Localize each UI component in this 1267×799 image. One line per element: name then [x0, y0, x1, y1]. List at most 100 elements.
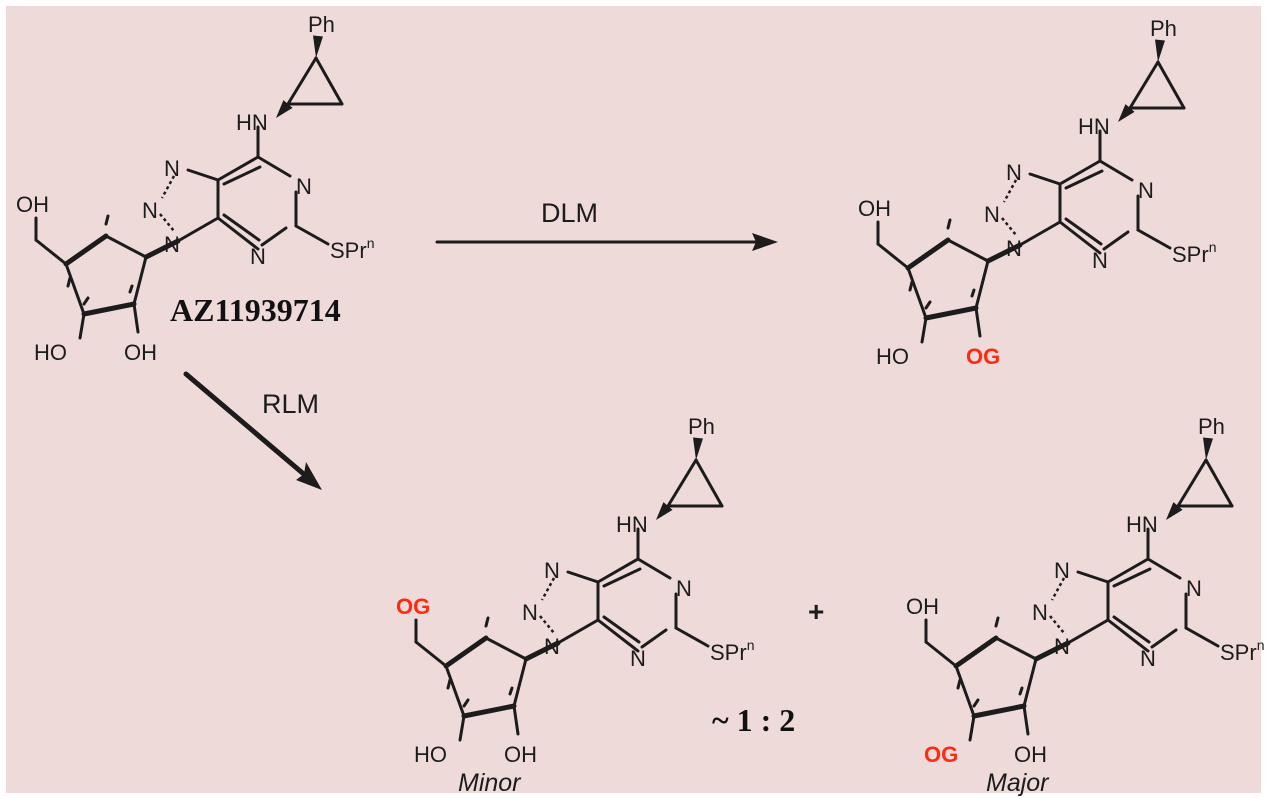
triazole-dash-bond	[1050, 577, 1066, 601]
cyclopentane-bond	[953, 635, 999, 669]
hydroxyl-bond	[512, 704, 520, 736]
stereo-tick	[104, 214, 110, 226]
stereo-tick	[82, 296, 90, 306]
hydroxyl-2-label: OH	[124, 340, 157, 365]
cyclopropyl-bond	[694, 458, 724, 508]
triazole-dash-bond	[539, 615, 555, 634]
stereo-tick	[462, 698, 470, 708]
n8-label: N	[142, 198, 158, 223]
dlm-arrowhead	[752, 233, 778, 251]
ratio-label: ~ 1 : 2	[712, 702, 795, 738]
ring-bond	[1064, 169, 1104, 190]
ring-bond	[1112, 567, 1152, 588]
ring-bond	[596, 618, 640, 653]
triazole-dash-bond	[1049, 615, 1065, 634]
ring-bond	[1064, 217, 1103, 246]
ring-bond	[1112, 615, 1151, 644]
cyclopentane-bond	[512, 657, 528, 708]
n1-label: N	[296, 174, 312, 199]
cyclopentane-bond	[905, 237, 951, 271]
ring-bond	[222, 213, 261, 242]
cyclopentane-bond	[1022, 657, 1038, 708]
triazole-bond	[176, 216, 220, 243]
cyclopropyl-bond	[1156, 60, 1186, 110]
cyclopentane-bond	[484, 636, 528, 661]
n9-label: N	[544, 634, 560, 659]
n8-label: N	[522, 600, 538, 625]
ring-bond	[602, 615, 641, 644]
n9-label: N	[1006, 236, 1022, 261]
triazole-dash-bond	[1001, 217, 1017, 236]
triazole-bond	[1018, 220, 1062, 247]
phenyl-wedge	[1155, 39, 1165, 62]
compound-name: AZ11939714	[170, 292, 341, 328]
n1-label: N	[1186, 576, 1202, 601]
n8-label: N	[1032, 600, 1048, 625]
n9-label: N	[164, 232, 180, 257]
thioether-bond	[1184, 626, 1220, 648]
stereo-tick	[1018, 686, 1024, 696]
hydroxyl-bond	[1022, 704, 1030, 736]
n-c-bond	[523, 640, 561, 662]
hydroxyl-bond	[968, 714, 976, 742]
n3-label: N	[1092, 248, 1108, 273]
spr-superscript: n	[367, 235, 375, 251]
cyclopentane-bond	[974, 259, 990, 310]
n3-label: N	[1140, 646, 1156, 671]
cyclopentane-bond	[81, 301, 137, 317]
ring-bond	[1150, 628, 1178, 649]
hydroxymethyl-bond	[924, 640, 958, 668]
triazole-bond	[186, 168, 220, 182]
n7-label: N	[544, 558, 560, 583]
minor-label: Minor	[458, 769, 522, 797]
cyclopentane-bond	[946, 238, 990, 263]
stereo-tick	[956, 678, 962, 690]
n1-label: N	[676, 576, 692, 601]
cyclopentane-bond	[461, 703, 517, 719]
hydroxymethyl-label: OH	[16, 192, 49, 217]
n-c-bond	[1033, 640, 1071, 662]
cyclopentane-bond	[971, 703, 1027, 719]
amine-label: HN	[1078, 114, 1110, 139]
triazole-dash-bond	[159, 213, 175, 232]
hydroxymethyl-label: OH	[906, 594, 939, 619]
ring-bond	[1058, 159, 1102, 186]
cyclopentane-bond	[64, 262, 86, 316]
thioether-bond	[294, 224, 330, 246]
triazole-bond	[1076, 570, 1110, 584]
triazole-bond	[1028, 172, 1062, 186]
triazole-dash-bond	[1002, 179, 1018, 203]
n3-label: N	[630, 646, 646, 671]
hydroxymethyl-label: OG	[396, 594, 430, 619]
spr-superscript: n	[1209, 239, 1217, 255]
n-c-bond	[143, 238, 181, 260]
n7-label: N	[1006, 160, 1022, 185]
ring-bond	[216, 155, 260, 182]
hydroxymethyl-bond	[414, 640, 448, 668]
n8-label: N	[984, 202, 1000, 227]
stereo-tick	[484, 616, 490, 628]
triazole-dash-bond	[540, 577, 556, 601]
hydroxymethyl-bond	[34, 238, 68, 266]
ring-bond	[640, 628, 668, 649]
plus-sign: +	[808, 596, 824, 627]
triazole-bond	[566, 570, 600, 584]
amine-label: HN	[1126, 512, 1158, 537]
cyclopropyl-bond	[314, 56, 344, 106]
n-c-bond	[985, 242, 1023, 264]
stereo-tick	[924, 300, 932, 310]
cyclopropyl-bond	[666, 458, 698, 508]
hydroxyl-2-label: OH	[504, 742, 537, 767]
phenyl-wedge	[693, 437, 703, 460]
thioether-bond	[674, 626, 710, 648]
phenyl-label: Ph	[308, 12, 335, 37]
thioether-bond	[1136, 228, 1172, 250]
hydroxymethyl-label: OH	[858, 196, 891, 221]
cyclopentane-bond	[132, 255, 148, 306]
